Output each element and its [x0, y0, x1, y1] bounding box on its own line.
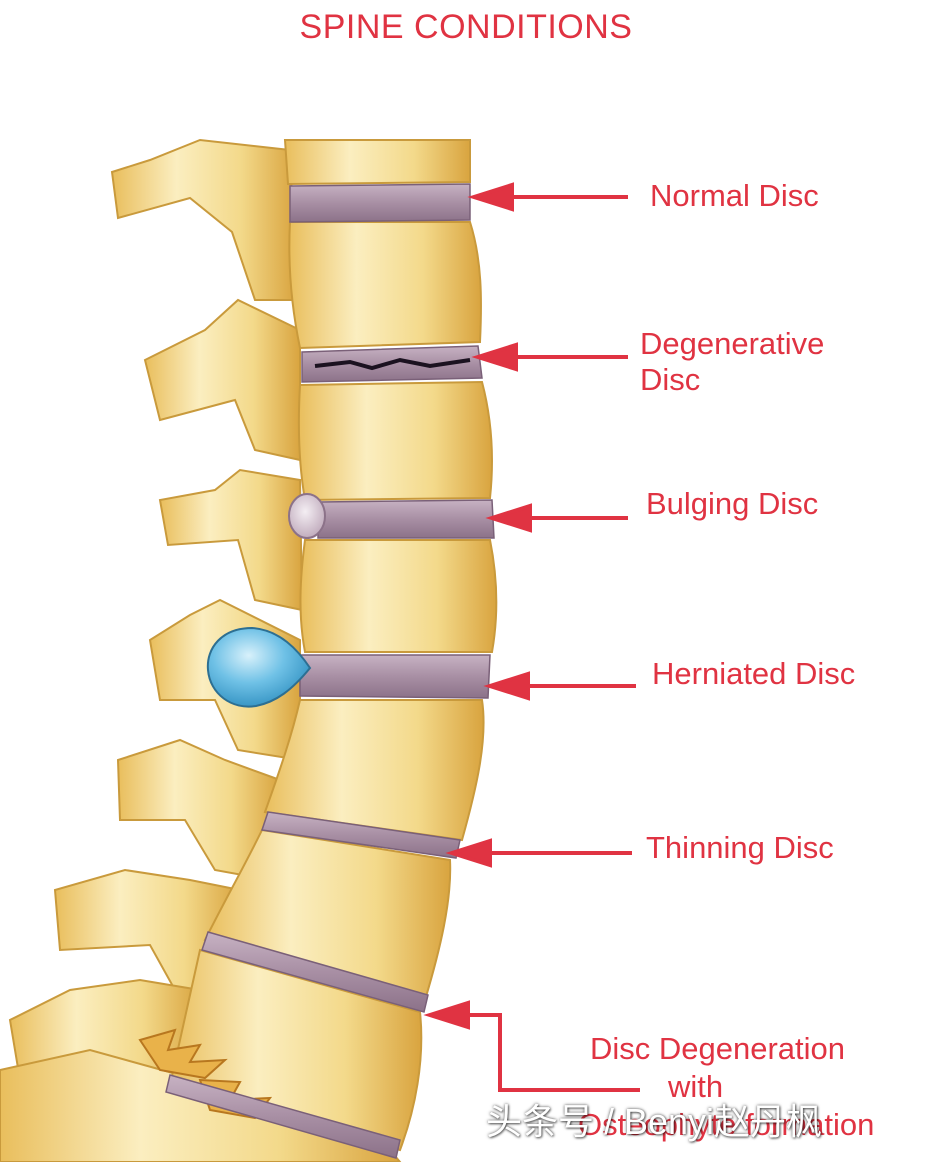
label-text: Degenerative	[640, 326, 825, 361]
label-thinning-disc: Thinning Disc	[646, 830, 834, 866]
vertebra-4	[299, 539, 498, 653]
label-text: Osteophyte formation	[578, 1107, 875, 1142]
bulging-disc	[317, 499, 495, 539]
degenerated-disc-with-osteophytes	[201, 931, 429, 1013]
label-herniated-disc: Herniated Disc	[652, 656, 855, 692]
pointer-arrows	[423, 182, 640, 1092]
degenerative-disc-arrow-head	[471, 342, 518, 372]
watermark: 头条号 / Benyi赵丹枫	[486, 1101, 823, 1142]
vertebral-bodies	[168, 139, 498, 1152]
thinning-disc-arrow-head	[445, 838, 492, 868]
osteophyte-arrow-bracket	[448, 1013, 640, 1092]
label-text: with	[668, 1069, 724, 1104]
label-bulging-disc: Bulging Disc	[646, 486, 818, 522]
lowest-disc	[165, 1074, 401, 1159]
label-degenerative-disc: Degenerative Disc	[640, 326, 824, 398]
thinning-disc	[261, 811, 461, 859]
vertebra-3	[297, 380, 493, 502]
normal-disc-arrow-head	[467, 182, 514, 212]
osteophyte-spur	[138, 1028, 228, 1080]
label-text: Disc	[640, 362, 701, 397]
label-text: Bulging Disc	[646, 486, 819, 521]
vertebra-5	[263, 699, 485, 842]
osteophyte-arrow-head	[423, 1000, 470, 1030]
page-title: SPINE CONDITIONS	[299, 8, 633, 46]
bulging-disc-arrow-head	[485, 503, 532, 533]
normal-disc	[289, 183, 471, 223]
disc-herniation	[206, 626, 312, 708]
herniated-disc	[299, 654, 491, 699]
label-text: Thinning Disc	[646, 830, 834, 865]
vertebra-1	[283, 139, 471, 186]
label-text: Disc Degeneration	[590, 1031, 846, 1066]
herniated-disc-arrow-head	[483, 671, 530, 701]
label-text: Normal Disc	[650, 178, 819, 213]
intervertebral-discs	[165, 183, 495, 1159]
process-2	[143, 298, 301, 462]
label-normal-disc: Normal Disc	[650, 178, 819, 214]
process-1	[110, 138, 298, 301]
label-text: Herniated Disc	[652, 656, 856, 691]
process-3	[158, 468, 304, 612]
vertebra-2	[288, 221, 482, 350]
disc-bulge	[288, 493, 326, 539]
degenerative-crack	[314, 357, 471, 371]
label-osteophyte-formation: Disc Degeneration with Osteophyte format…	[578, 1030, 874, 1144]
